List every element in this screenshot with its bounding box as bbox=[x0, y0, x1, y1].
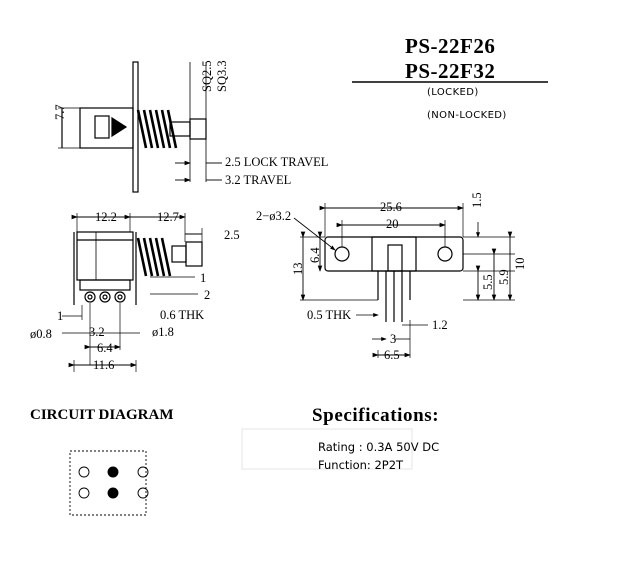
mount-overall-width: 25.6 bbox=[380, 200, 402, 214]
mount-height-total: 13 bbox=[291, 262, 305, 276]
front-thickness: 0.6 THK bbox=[160, 308, 205, 322]
front-pin-diameter: ø1.8 bbox=[152, 325, 174, 339]
front-pin-offset-2: 2 bbox=[204, 288, 211, 302]
mount-height-inner: 6.4 bbox=[308, 247, 322, 263]
mount-holes: 2−ø3.2 bbox=[256, 209, 292, 223]
mount-pin-pitch: 3 bbox=[390, 332, 397, 346]
mount-right-2: 5.9 bbox=[497, 269, 511, 285]
mount-hole-spacing: 20 bbox=[386, 217, 399, 231]
mount-tab-width: 1.2 bbox=[432, 318, 448, 332]
mount-pin-span: 6.5 bbox=[384, 348, 400, 362]
model-title-1: PS-22F26 bbox=[405, 34, 496, 58]
mount-right-3: 10 bbox=[513, 257, 527, 271]
side-sq2-label: SQ3.3 bbox=[215, 60, 229, 92]
side-height-label: 7.7 bbox=[53, 104, 67, 120]
front-base-width: 11.6 bbox=[93, 358, 115, 372]
specifications-title: Specifications: bbox=[312, 405, 440, 426]
mount-view-drawing bbox=[293, 203, 515, 358]
model-title-2: PS-22F32 bbox=[405, 59, 496, 83]
front-view-drawing bbox=[62, 213, 203, 372]
front-pin-marker: 1 bbox=[57, 309, 64, 323]
front-width-right: 12.7 bbox=[157, 210, 179, 224]
side-view-drawing bbox=[58, 61, 222, 193]
front-pin-diameter-small: ø0.8 bbox=[30, 327, 52, 341]
variant-non-locked: (NON-LOCKED) bbox=[427, 110, 507, 121]
circuit-schematic bbox=[69, 450, 149, 516]
spec-function: Function: 2P2T bbox=[318, 458, 404, 472]
circuit-diagram-title: CIRCUIT DIAGRAM bbox=[30, 407, 174, 423]
side-sq1-label: SQ2.5 bbox=[200, 60, 214, 92]
spec-box bbox=[241, 428, 413, 470]
front-pin-span: 6.4 bbox=[97, 341, 113, 355]
spec-rating: Rating : 0.3A 50V DC bbox=[318, 440, 440, 454]
travel-label: 3.2 TRAVEL bbox=[225, 173, 292, 187]
mount-right-1: 5.5 bbox=[481, 274, 495, 290]
mount-plate-thickness: 0.5 THK bbox=[307, 308, 352, 322]
mount-top-offset: 1.5 bbox=[470, 192, 484, 208]
front-plunger-length: 2.5 bbox=[224, 228, 240, 242]
front-pin-pitch: 3.2 bbox=[89, 325, 105, 339]
front-pin-offset-1: 1 bbox=[200, 271, 207, 285]
front-width-left: 12.2 bbox=[95, 210, 117, 224]
variant-locked: (LOCKED) bbox=[427, 87, 479, 98]
lock-travel-label: 2.5 LOCK TRAVEL bbox=[225, 155, 329, 169]
